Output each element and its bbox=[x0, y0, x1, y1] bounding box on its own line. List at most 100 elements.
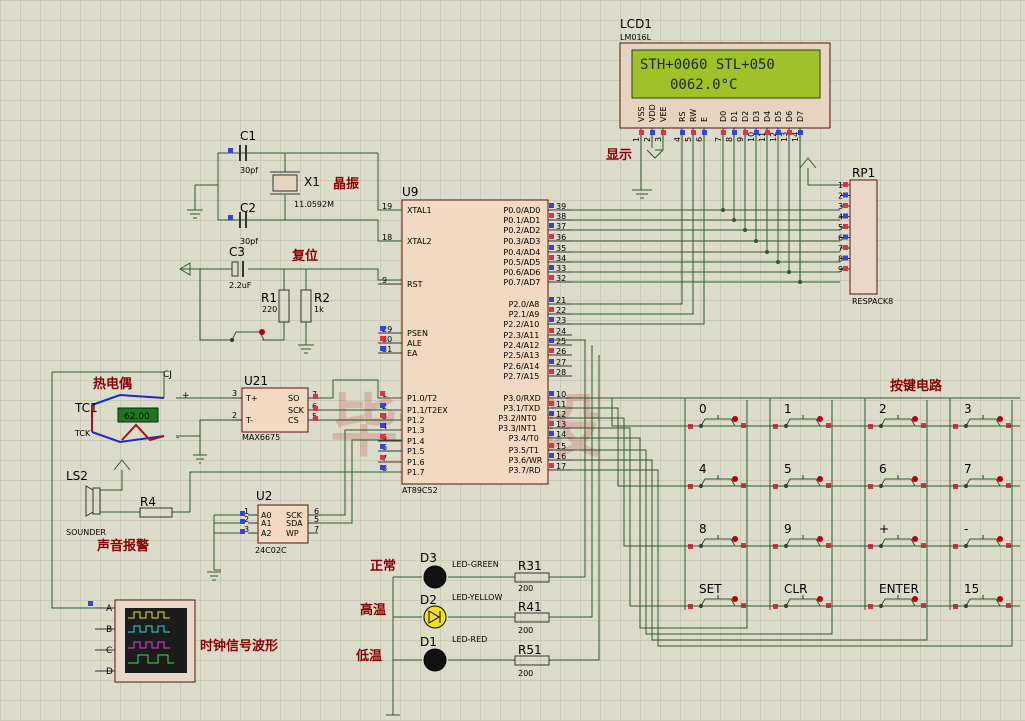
data-bus bbox=[572, 140, 840, 325]
key-clr[interactable]: CLR bbox=[773, 582, 831, 609]
key-0[interactable]: 0 bbox=[688, 402, 746, 429]
key-label: 6 bbox=[879, 462, 887, 476]
lcd-pin-num: 3 bbox=[654, 137, 663, 142]
rp1-pin-num: 3 bbox=[838, 202, 843, 211]
lcd-pin-d6: D6 bbox=[785, 111, 794, 122]
tc1-cj: CJ bbox=[163, 370, 172, 380]
mcu-pin-p3-3-int1: P3.3/INT1 bbox=[498, 424, 537, 433]
mcu-pin-p1-7: P1.7 bbox=[407, 468, 425, 477]
mcu-pin-num: 26 bbox=[556, 347, 566, 356]
mcu-body bbox=[401, 199, 549, 485]
mcu-pin-p1-4: P1.4 bbox=[407, 437, 425, 446]
lcd-pin-num: 5 bbox=[684, 137, 693, 142]
mcu-pin-num: 27 bbox=[556, 358, 566, 367]
mcu-pin-num: 14 bbox=[556, 430, 566, 439]
r1-value: 220 bbox=[262, 305, 277, 314]
key-9[interactable]: 9 bbox=[773, 522, 831, 549]
key-2[interactable]: 2 bbox=[868, 402, 926, 429]
key-5[interactable]: 5 bbox=[773, 462, 831, 489]
lcd-pin-rs: RS bbox=[678, 111, 687, 122]
mcu-pin-p3-6-wr: P3.6/WR bbox=[509, 456, 543, 465]
rp1-pin-num: 8 bbox=[838, 255, 843, 264]
svg-text:A2: A2 bbox=[261, 529, 272, 538]
thermocouple-circuit[interactable]: 62.00 CJ TC1 TCK +- 热电偶 U21 MAX6675 3T+2… bbox=[51, 370, 402, 609]
sounder-circuit[interactable]: LS2 SOUNDER R4 声音报警 bbox=[66, 459, 402, 554]
svg-text:3: 3 bbox=[232, 389, 237, 398]
key-7[interactable]: 7 bbox=[953, 462, 1011, 489]
mcu-pin-p1-3: P1.3 bbox=[407, 426, 425, 435]
mcu-pin-num: 23 bbox=[556, 316, 566, 325]
key-6[interactable]: 6 bbox=[868, 462, 926, 489]
mcu-pin-num: 13 bbox=[556, 420, 566, 429]
tc1-type: TCK bbox=[74, 429, 91, 438]
status-leds[interactable]: D3 LED-GREEN D2 LED-YELLOW D1 LED-RED R3… bbox=[355, 339, 600, 716]
ls2-model: SOUNDER bbox=[66, 528, 106, 537]
mcu-pin-p2-6-a14: P2.6/A14 bbox=[503, 362, 539, 371]
lcd-display[interactable]: LCD1 LM016L STH+0060 STL+050 0062.0°C VS… bbox=[619, 17, 831, 199]
mcu-pin-p1-2: P1.2 bbox=[407, 416, 425, 425]
svg-text:2: 2 bbox=[232, 411, 237, 420]
key-4[interactable]: 4 bbox=[688, 462, 746, 489]
mcu-model: AT89C52 bbox=[402, 486, 438, 495]
d3-ref: D3 bbox=[420, 551, 437, 565]
key-15[interactable]: 15 bbox=[953, 582, 1011, 609]
mcu-pin-num: 15 bbox=[556, 442, 566, 451]
mcu-pin-num: 25 bbox=[556, 337, 566, 346]
mcu-pin-num: 22 bbox=[556, 306, 566, 315]
key-enter[interactable]: ENTER bbox=[868, 582, 926, 609]
lcd-pin-vee: VEE bbox=[659, 106, 668, 122]
c1-ref: C1 bbox=[240, 129, 256, 143]
key-3[interactable]: 3 bbox=[953, 402, 1011, 429]
keypad-wires bbox=[572, 397, 1020, 647]
tc1-ref: TC1 bbox=[74, 401, 98, 415]
lcd-pin-d7: D7 bbox=[796, 111, 805, 122]
key-1[interactable]: 1 bbox=[773, 402, 831, 429]
key-label: 8 bbox=[699, 522, 707, 536]
lcd-pin-num: 7 bbox=[714, 137, 723, 142]
x1-value: 11.0592M bbox=[294, 200, 334, 209]
svg-text:SCK: SCK bbox=[288, 406, 305, 415]
mcu-pin-psen: PSEN bbox=[407, 329, 428, 338]
c2-ref: C2 bbox=[240, 201, 256, 215]
key-set[interactable]: SET bbox=[688, 582, 746, 609]
svg-text:T-: T- bbox=[245, 416, 253, 425]
key-8[interactable]: 8 bbox=[688, 522, 746, 549]
crystal-circuit[interactable]: C1 30pf C2 30pf X1 11.0592M 晶振 bbox=[187, 129, 402, 246]
svg-text:A1: A1 bbox=[261, 519, 272, 528]
lcd-pin-num: 12 bbox=[769, 132, 778, 142]
key-label: 0 bbox=[699, 402, 707, 416]
rp1-pin-num: 1 bbox=[838, 181, 843, 190]
key--[interactable]: - bbox=[953, 522, 1011, 549]
key-+[interactable]: + bbox=[868, 522, 926, 549]
mcu-pin-num: 10 bbox=[556, 390, 566, 399]
scope-channel-b: B bbox=[106, 625, 112, 635]
lcd-pin-num: 1 bbox=[632, 137, 641, 142]
reset-circuit[interactable]: C3 2.2uF R1 220 R2 1k 复位 bbox=[179, 245, 402, 354]
label-clock-wave: 时钟信号波形 bbox=[200, 638, 278, 654]
mcu-pin-p0-3-ad3: P0.3/AD3 bbox=[503, 237, 540, 246]
mcu-pin-p0-0-ad0: P0.0/AD0 bbox=[503, 206, 540, 215]
mcu-pin-p3-5-t1: P3.5/T1 bbox=[509, 446, 539, 455]
lcd-pin-num: 14 bbox=[791, 132, 800, 142]
mcu-pin-ale: ALE bbox=[407, 339, 422, 348]
r31-value: 200 bbox=[518, 584, 533, 593]
c3-ref: C3 bbox=[229, 245, 245, 259]
svg-text:T+: T+ bbox=[245, 394, 258, 403]
lcd-pin-num: 9 bbox=[736, 137, 745, 142]
lcd-pin-e: E bbox=[700, 117, 709, 122]
label-reset: 复位 bbox=[291, 248, 318, 264]
mcu-pin-p0-2-ad2: P0.2/AD2 bbox=[503, 226, 540, 235]
svg-text:+: + bbox=[182, 391, 190, 401]
key-label: 15 bbox=[964, 582, 979, 596]
d3-model: LED-GREEN bbox=[452, 560, 499, 569]
lcd-pin-num: 2 bbox=[643, 137, 652, 142]
lcd-model: LM016L bbox=[620, 33, 652, 42]
mcu-pin-xtal2: XTAL2 bbox=[407, 237, 432, 246]
mcu-pin-p1-5: P1.5 bbox=[407, 447, 425, 456]
